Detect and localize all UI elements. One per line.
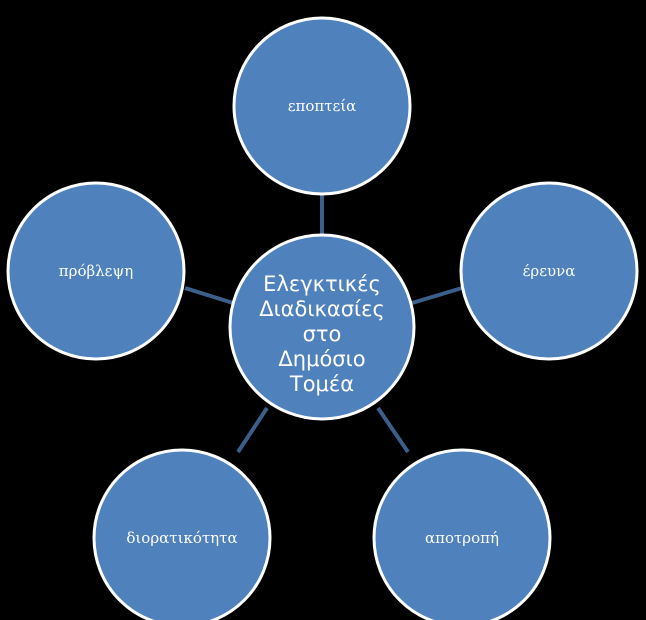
connector-apotropi <box>376 406 410 454</box>
center-label-line-4: Δημόσιο <box>278 347 365 371</box>
connector-erevna <box>411 286 463 305</box>
node-provlepsi: πρόβλεψη <box>6 181 186 361</box>
node-label: έρευνα <box>523 262 576 280</box>
node-erevna: έρευνα <box>459 181 639 361</box>
node-label: διορατικότητα <box>126 529 237 547</box>
center-label-line-1: Ελεγκτικές <box>263 272 381 296</box>
center-label-line-5: Τομέα <box>289 372 354 396</box>
center-node: Ελεγκτικές Διαδικασίες στο Δημόσιο Τομέα <box>228 233 416 421</box>
center-label-line-3: στο <box>303 322 342 346</box>
node-dioratikotita: διορατικότητα <box>92 448 272 620</box>
connector-provlepsi <box>184 286 234 305</box>
node-label: αποτροπή <box>425 529 499 547</box>
center-label-line-2: Διαδικασίες <box>259 297 385 321</box>
node-label: εποπτεία <box>288 97 357 115</box>
connector-dioratikotita <box>236 406 269 454</box>
node-apotropi: αποτροπή <box>372 448 552 620</box>
node-eopteia: εποπτεία <box>232 16 412 196</box>
node-label: πρόβλεψη <box>59 262 133 280</box>
